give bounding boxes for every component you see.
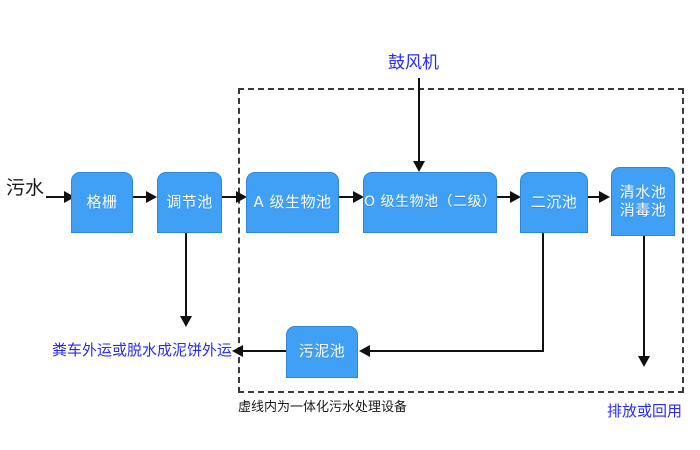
- connector-inlet-to-grille: [46, 196, 64, 198]
- process-box-grille-label: 格栅: [86, 192, 118, 211]
- process-box-clearwater[interactable]: 清水池 消毒池: [611, 167, 675, 236]
- connector-a-stage-to-o-stage: [339, 196, 353, 198]
- sludge-outlet-label: 粪车外运或脱水成泥饼外运: [52, 341, 233, 359]
- process-box-clearwater-label-2: 消毒池: [619, 200, 667, 219]
- connector-sludge-to-haul: [243, 350, 288, 352]
- arrowhead-adjust-to-haul: [180, 316, 192, 327]
- arrowhead-o-stage-to-secondary: [510, 191, 521, 203]
- connector-secondary-to-clearwater: [588, 196, 599, 198]
- arrowhead-blower-to-o-stage: [413, 161, 425, 172]
- discharge-label: 排放或回用: [607, 402, 683, 420]
- arrowhead-secondary-to-sludge: [359, 345, 370, 357]
- process-box-adjust[interactable]: 调节池: [157, 172, 222, 233]
- process-box-adjust-label: 调节池: [166, 192, 213, 211]
- process-box-o-stage-label: O 级生物池（二级）: [364, 194, 497, 211]
- integrated-equipment-boundary: [238, 88, 684, 393]
- process-box-o-stage[interactable]: O 级生物池（二级）: [363, 172, 497, 233]
- arrowhead-adjust-to-a-stage: [236, 191, 247, 203]
- process-box-a-stage[interactable]: A 级生物池: [246, 172, 339, 233]
- arrowhead-grille-to-adjust: [146, 191, 157, 203]
- arrowhead-a-stage-to-o-stage: [353, 191, 364, 203]
- connector-clearwater-to-discharge: [643, 236, 645, 358]
- process-box-sludge-label: 污泥池: [298, 342, 346, 361]
- arrowhead-secondary-to-clearwater: [599, 191, 610, 203]
- process-box-secondary[interactable]: 二沉池: [520, 172, 588, 233]
- process-box-clearwater-label-1: 清水池: [619, 182, 667, 201]
- connector-adjust-to-a-stage: [222, 196, 236, 198]
- blower-label: 鼓风机: [388, 53, 439, 73]
- process-box-sludge[interactable]: 污泥池: [286, 326, 358, 378]
- connector-blower-to-o-stage: [418, 78, 420, 163]
- arrowhead-clearwater-to-discharge: [638, 356, 650, 367]
- process-box-grille[interactable]: 格栅: [71, 172, 133, 233]
- connector-secondary-down: [542, 233, 544, 351]
- process-box-secondary-label: 二沉池: [530, 192, 578, 211]
- process-box-a-stage-label: A 级生物池: [253, 192, 332, 211]
- connector-o-stage-to-secondary: [497, 196, 510, 198]
- arrowhead-sludge-to-haul: [232, 345, 243, 357]
- connector-adjust-to-haul: [185, 233, 187, 318]
- inlet-label: 污水: [6, 177, 45, 199]
- arrowhead-inlet-to-grille: [64, 191, 75, 203]
- connector-secondary-to-sludge: [370, 350, 544, 352]
- connector-grille-to-adjust: [133, 196, 146, 198]
- boundary-caption: 虚线内为一体化污水处理设备: [238, 400, 408, 415]
